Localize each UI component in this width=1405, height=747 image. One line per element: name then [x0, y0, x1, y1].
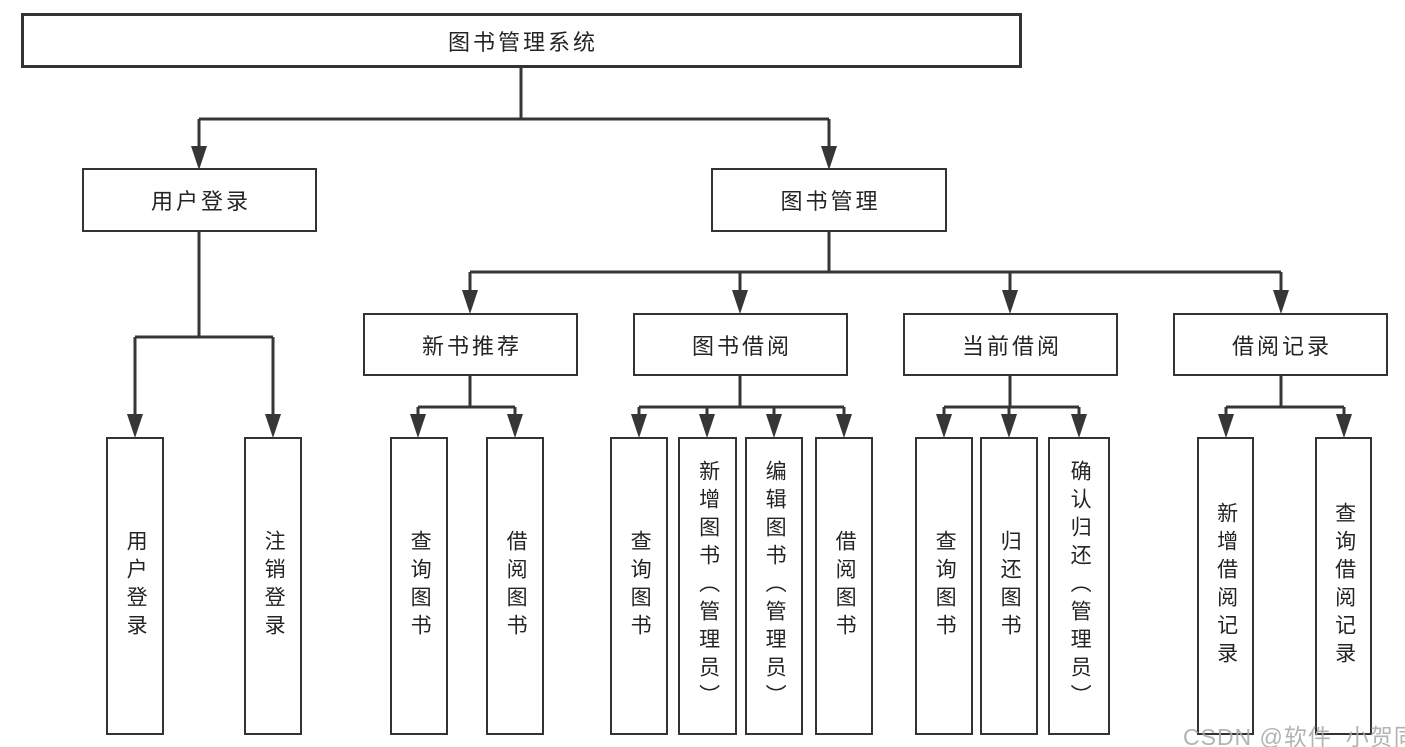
- leaf-add-book-admin-label: 新增图书（管理员）: [696, 460, 720, 712]
- node-current-borrow-label: 当前借阅: [961, 333, 1062, 359]
- node-user-login: 用户登录: [82, 168, 317, 232]
- leaf-borrow-book-label: 借阅图书: [833, 530, 857, 642]
- leaf-query-book-current-label: 查询图书: [933, 530, 957, 642]
- leaf-logout-login: 注销登录: [244, 437, 302, 735]
- leaf-query-book-borrow-label: 查询图书: [628, 530, 652, 642]
- leaf-query-borrow-record-label: 查询借阅记录: [1332, 502, 1356, 670]
- connector-new-book-recommend-to-children: [410, 375, 523, 438]
- node-book-borrow-label: 图书借阅: [691, 333, 792, 359]
- node-root-label: 图书管理系统: [447, 29, 598, 55]
- node-new-book-recommend-label: 新书推荐: [421, 333, 522, 359]
- leaf-query-book-recommend-label: 查询图书: [408, 530, 432, 642]
- leaf-add-borrow-record-label: 新增借阅记录: [1214, 502, 1238, 670]
- leaf-query-book-borrow: 查询图书: [610, 437, 668, 735]
- leaf-return-book: 归还图书: [980, 437, 1038, 735]
- node-borrow-record-label: 借阅记录: [1231, 333, 1332, 359]
- leaf-borrow-book-recommend: 借阅图书: [486, 437, 544, 735]
- leaf-borrow-book-recommend-label: 借阅图书: [504, 530, 528, 642]
- leaf-add-borrow-record: 新增借阅记录: [1197, 437, 1254, 735]
- connector-user-login-to-children: [127, 231, 281, 438]
- leaf-confirm-return-admin: 确认归还（管理员）: [1048, 437, 1110, 735]
- node-borrow-record: 借阅记录: [1173, 313, 1388, 376]
- node-user-login-label: 用户登录: [150, 189, 251, 214]
- watermark: CSDN @软件_小贺同学: [1183, 724, 1405, 747]
- leaf-logout-login-label: 注销登录: [262, 530, 286, 642]
- connector-borrow-record-to-children: [1218, 375, 1352, 438]
- connector-book-management-to-level3: [462, 231, 1289, 314]
- leaf-query-book-current: 查询图书: [915, 437, 973, 735]
- leaf-add-book-admin: 新增图书（管理员）: [678, 437, 737, 735]
- connector-current-borrow-to-children: [936, 375, 1087, 438]
- connector-book-borrow-to-children: [631, 375, 852, 438]
- leaf-user-login: 用户登录: [106, 437, 164, 735]
- leaf-query-borrow-record: 查询借阅记录: [1315, 437, 1372, 735]
- leaf-borrow-book: 借阅图书: [815, 437, 873, 735]
- node-new-book-recommend: 新书推荐: [363, 313, 578, 376]
- leaf-edit-book-admin: 编辑图书（管理员）: [745, 437, 803, 735]
- leaf-edit-book-admin-label: 编辑图书（管理员）: [763, 460, 787, 712]
- leaf-query-book-recommend: 查询图书: [390, 437, 448, 735]
- node-book-management: 图书管理: [711, 168, 947, 232]
- connector-root-to-level2: [191, 65, 837, 170]
- leaf-user-login-label: 用户登录: [124, 530, 148, 642]
- node-book-borrow: 图书借阅: [633, 313, 848, 376]
- leaf-return-book-label: 归还图书: [998, 530, 1022, 642]
- leaf-confirm-return-admin-label: 确认归还（管理员）: [1068, 460, 1092, 712]
- node-root: 图书管理系统: [21, 13, 1022, 68]
- node-book-management-label: 图书管理: [780, 189, 881, 214]
- node-current-borrow: 当前借阅: [903, 313, 1118, 376]
